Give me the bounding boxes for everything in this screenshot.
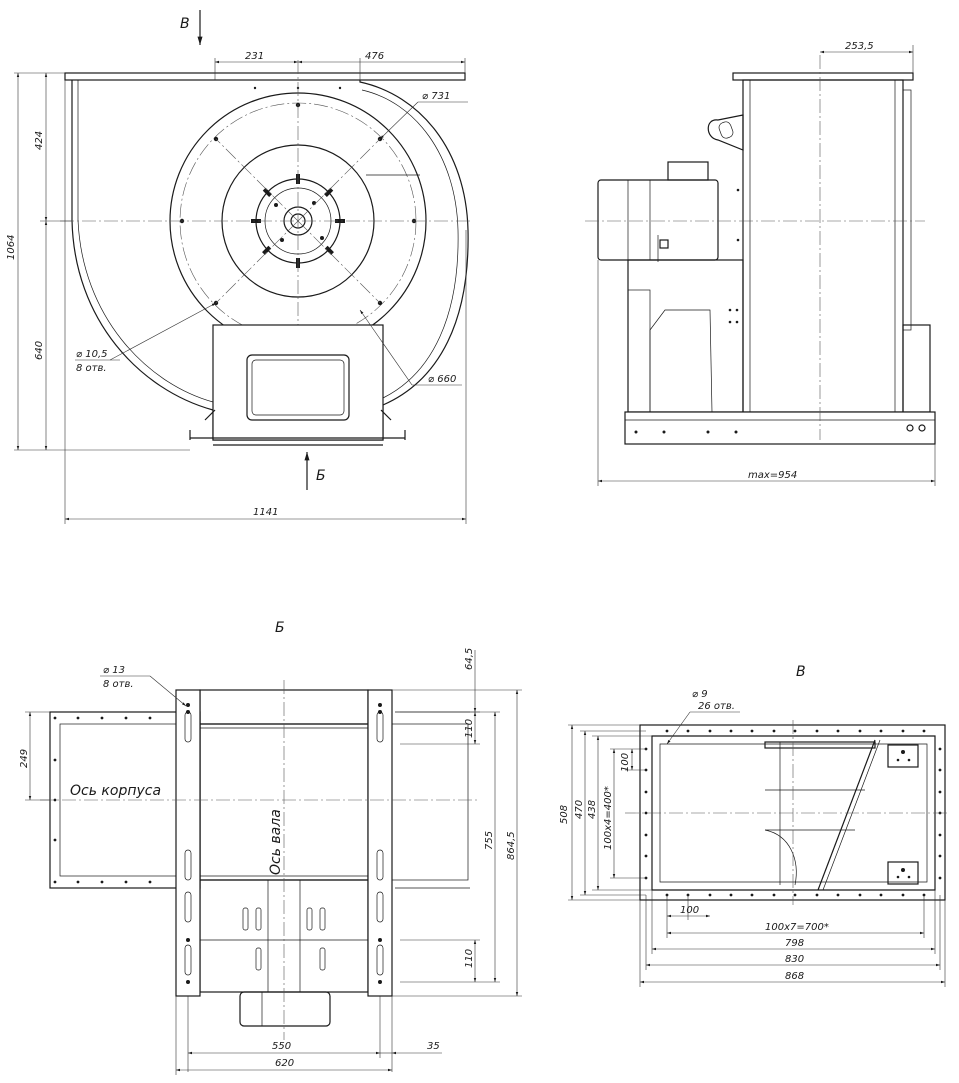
dim-550: 550 bbox=[272, 1041, 291, 1052]
front-outlet-frame bbox=[212, 324, 384, 441]
dim-508: 508 bbox=[559, 805, 570, 824]
dim-620: 620 bbox=[275, 1058, 294, 1069]
view-v-flange bbox=[639, 724, 946, 901]
dim-110-top: 110 bbox=[464, 719, 475, 738]
dim-476: 476 bbox=[365, 51, 384, 62]
front-outlet-window bbox=[246, 354, 350, 421]
dim-hole-count-8b: 8 отв. bbox=[103, 679, 134, 690]
dim-438: 438 bbox=[587, 800, 598, 819]
side-terminal-box bbox=[667, 161, 709, 181]
view-b-rail-right bbox=[367, 689, 393, 997]
side-base-frame bbox=[624, 411, 936, 445]
dim-864-5: 864,5 bbox=[506, 831, 517, 860]
dim-731: ⌀ 731 bbox=[422, 91, 450, 102]
axis-shaft-label: Ось вала bbox=[268, 809, 284, 875]
dim-hole-count-26: 26 отв. bbox=[698, 701, 735, 712]
dim-64-5: 64,5 bbox=[464, 648, 475, 670]
dim-hole-13: ⌀ 13 bbox=[103, 665, 125, 676]
dim-755: 755 bbox=[484, 831, 495, 850]
dim-660: ⌀ 660 bbox=[428, 374, 456, 385]
dim-798: 798 bbox=[785, 938, 804, 949]
dim-max-954: max=954 bbox=[748, 470, 797, 481]
dim-640: 640 bbox=[34, 341, 45, 360]
view-b-motor bbox=[239, 991, 331, 1027]
side-dimensions: 253,5 max=954 bbox=[597, 41, 936, 486]
dim-hole-count-8: 8 отв. bbox=[76, 363, 107, 374]
dim-830: 830 bbox=[785, 954, 804, 965]
dim-424: 424 bbox=[34, 131, 45, 150]
dim-249: 249 bbox=[19, 749, 30, 768]
view-b: Ось корпуса Ось вала bbox=[40, 680, 480, 1040]
dim-100x4: 100x4=400* bbox=[603, 786, 614, 850]
dim-110-bottom: 110 bbox=[464, 949, 475, 968]
dim-1141: 1141 bbox=[253, 507, 278, 518]
front-scroll-inner bbox=[77, 80, 214, 403]
dim-100-vertical: 100 bbox=[620, 753, 631, 772]
side-top-plate bbox=[732, 72, 914, 81]
side-housing bbox=[742, 79, 904, 413]
view-v-dimensions: ⌀ 9 26 отв. 508 470 438 100x4=400* 100 1… bbox=[559, 689, 946, 987]
front-scroll-housing bbox=[71, 80, 469, 441]
side-lifting-lug bbox=[707, 114, 744, 151]
arrow-b-label: Б bbox=[316, 468, 326, 484]
axis-body-label: Ось корпуса bbox=[70, 783, 161, 799]
dim-868: 868 bbox=[785, 971, 804, 982]
dim-470: 470 bbox=[574, 800, 585, 819]
dim-231: 231 bbox=[245, 51, 264, 62]
dim-hole-9: ⌀ 9 bbox=[692, 689, 708, 700]
view-v-mount-bottom bbox=[887, 861, 919, 885]
front-view bbox=[60, 60, 470, 446]
dim-1064: 1064 bbox=[6, 235, 17, 260]
side-view bbox=[585, 55, 936, 445]
dim-35: 35 bbox=[427, 1041, 440, 1052]
arrow-v-label: В bbox=[180, 16, 190, 32]
view-v-mount-top bbox=[887, 744, 919, 768]
dim-hole-10-5: ⌀ 10,5 bbox=[76, 349, 107, 360]
view-v-diagonal-plate bbox=[817, 739, 876, 891]
dim-100-horizontal: 100 bbox=[680, 905, 699, 916]
view-b-title: Б bbox=[275, 620, 285, 636]
front-top-plate bbox=[64, 72, 466, 81]
view-b-rail-left bbox=[175, 689, 201, 997]
side-motor-stand bbox=[627, 259, 744, 413]
view-v bbox=[625, 720, 950, 905]
dim-253-5: 253,5 bbox=[845, 41, 874, 52]
view-b-dimensions: ⌀ 13 8 отв. 64,5 110 249 110 755 864,5 bbox=[19, 648, 522, 1075]
view-v-title: В bbox=[796, 664, 806, 680]
front-dimensions: В Б 231 476 1064 424 640 1141 ⌀ 731 bbox=[6, 10, 468, 524]
dim-100x7: 100x7=700* bbox=[765, 922, 829, 933]
